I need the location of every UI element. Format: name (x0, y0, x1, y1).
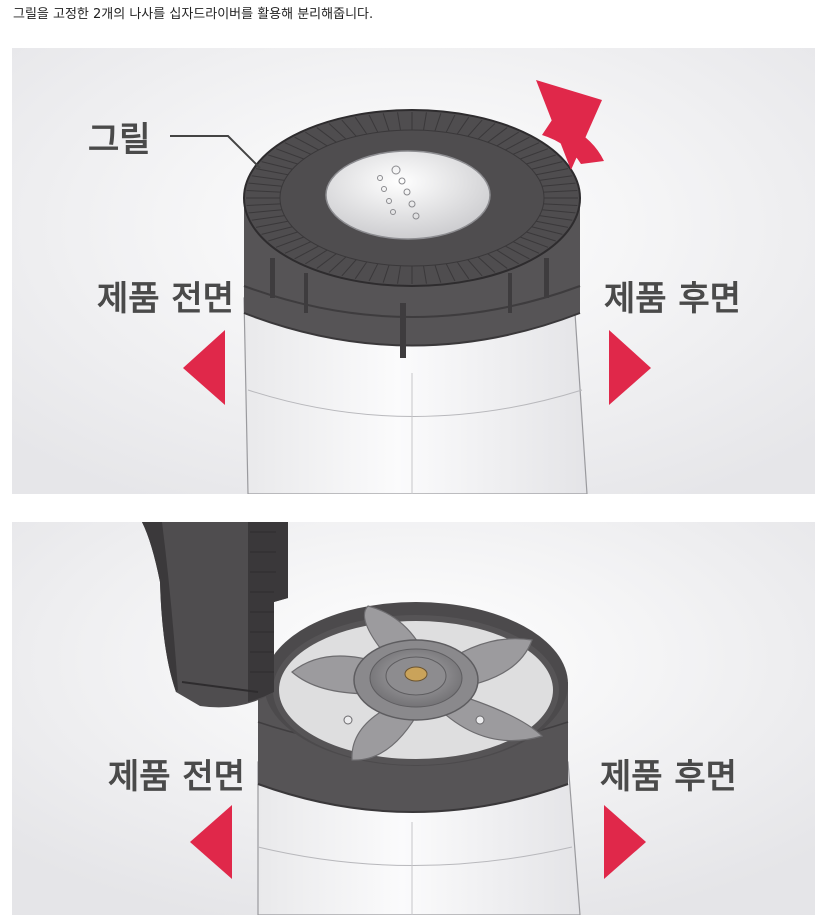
grill-spoke (268, 231, 298, 242)
grill-spoke (477, 256, 496, 273)
grill-spoke (248, 209, 283, 214)
grill-spoke (368, 114, 379, 133)
grill-spoke (541, 209, 576, 214)
grill-spoke (526, 231, 556, 242)
grill-spoke (531, 226, 563, 235)
grill-spoke (316, 127, 337, 143)
grill-spoke (505, 136, 530, 151)
grill-spoke (519, 148, 549, 160)
grill-label: 그릴 (88, 120, 151, 160)
grill-spoke (354, 261, 368, 280)
grill-spoke (512, 142, 540, 155)
grill-spoke (467, 119, 483, 137)
grill-spoke (284, 241, 312, 254)
grill-spoke (294, 136, 319, 151)
grill-spoke (255, 168, 289, 176)
grill-spoke (423, 112, 427, 131)
grill-spoke (519, 236, 549, 248)
grill-spoke (294, 245, 319, 260)
grill-spoke (539, 175, 573, 181)
illustration-grill-closed: 그릴 제품 전면 제품 후면 (12, 48, 815, 494)
grill-spoke (535, 220, 569, 228)
grill-spoke (456, 116, 470, 135)
right-arrow-icon (604, 805, 646, 879)
grill-spoke (251, 175, 285, 181)
grill-spoke (445, 114, 456, 133)
grill-spoke (305, 131, 328, 147)
grill-spoke (423, 265, 427, 284)
grill-spoke (496, 131, 519, 147)
grill-spoke (251, 215, 285, 221)
grill-spoke (456, 261, 470, 280)
rotate-arrow-icon (536, 80, 604, 170)
grill-spoke (368, 263, 379, 282)
grill-spoke (275, 236, 305, 248)
grill-spoke (275, 148, 305, 160)
grill-spoke (397, 112, 401, 131)
front-label: 제품 전면 (108, 757, 245, 797)
grill-spoke (535, 168, 569, 176)
grill-spoke (316, 253, 337, 269)
grill-spoke (341, 259, 357, 277)
grill-spoke (246, 190, 281, 193)
grill-spoke (434, 113, 442, 132)
grill-spoke (496, 249, 519, 265)
grill-spoke (268, 154, 298, 165)
grill-spoke (543, 190, 578, 193)
grill-spoke (512, 241, 540, 254)
grill-spoke (541, 182, 576, 187)
grill-spoke (397, 265, 401, 284)
back-label: 제품 후면 (600, 757, 737, 797)
right-arrow-icon (609, 330, 651, 405)
grill-spoke (248, 182, 283, 187)
grill-spoke (487, 253, 508, 269)
instruction-caption: 그릴을 고정한 2개의 나사를 십자드라이버를 활용해 분리해줍니다. (13, 7, 374, 22)
grill-spoke (543, 203, 578, 206)
illustration-grill-opened: 제품 전면 제품 후면 (12, 522, 815, 915)
grill-spoke (477, 123, 496, 140)
grill-spoke (434, 264, 442, 283)
grill-spoke (526, 154, 556, 165)
grill-spoke (531, 161, 563, 170)
grill-spoke (354, 116, 368, 135)
grill-spoke (284, 142, 312, 155)
grill-spoke (341, 119, 357, 137)
grill-spoke (382, 113, 390, 132)
grill-spoke (255, 220, 289, 228)
grill-spoke (445, 263, 456, 282)
grill-spoke (246, 203, 281, 206)
back-label: 제품 후면 (604, 279, 741, 319)
grill-spoke (467, 259, 483, 277)
left-arrow-icon (183, 330, 225, 405)
grill-spoke (328, 123, 347, 140)
grill-spoke (261, 161, 293, 170)
grill-spoke (539, 215, 573, 221)
grill-spoke (487, 127, 508, 143)
front-label: 제품 전면 (97, 279, 234, 319)
grill-spoke (382, 264, 390, 283)
grill-spoke (261, 226, 293, 235)
grill-spoke (305, 249, 328, 265)
grill-spoke (505, 245, 530, 260)
grill-spoke (328, 256, 347, 273)
left-arrow-icon (190, 805, 232, 879)
